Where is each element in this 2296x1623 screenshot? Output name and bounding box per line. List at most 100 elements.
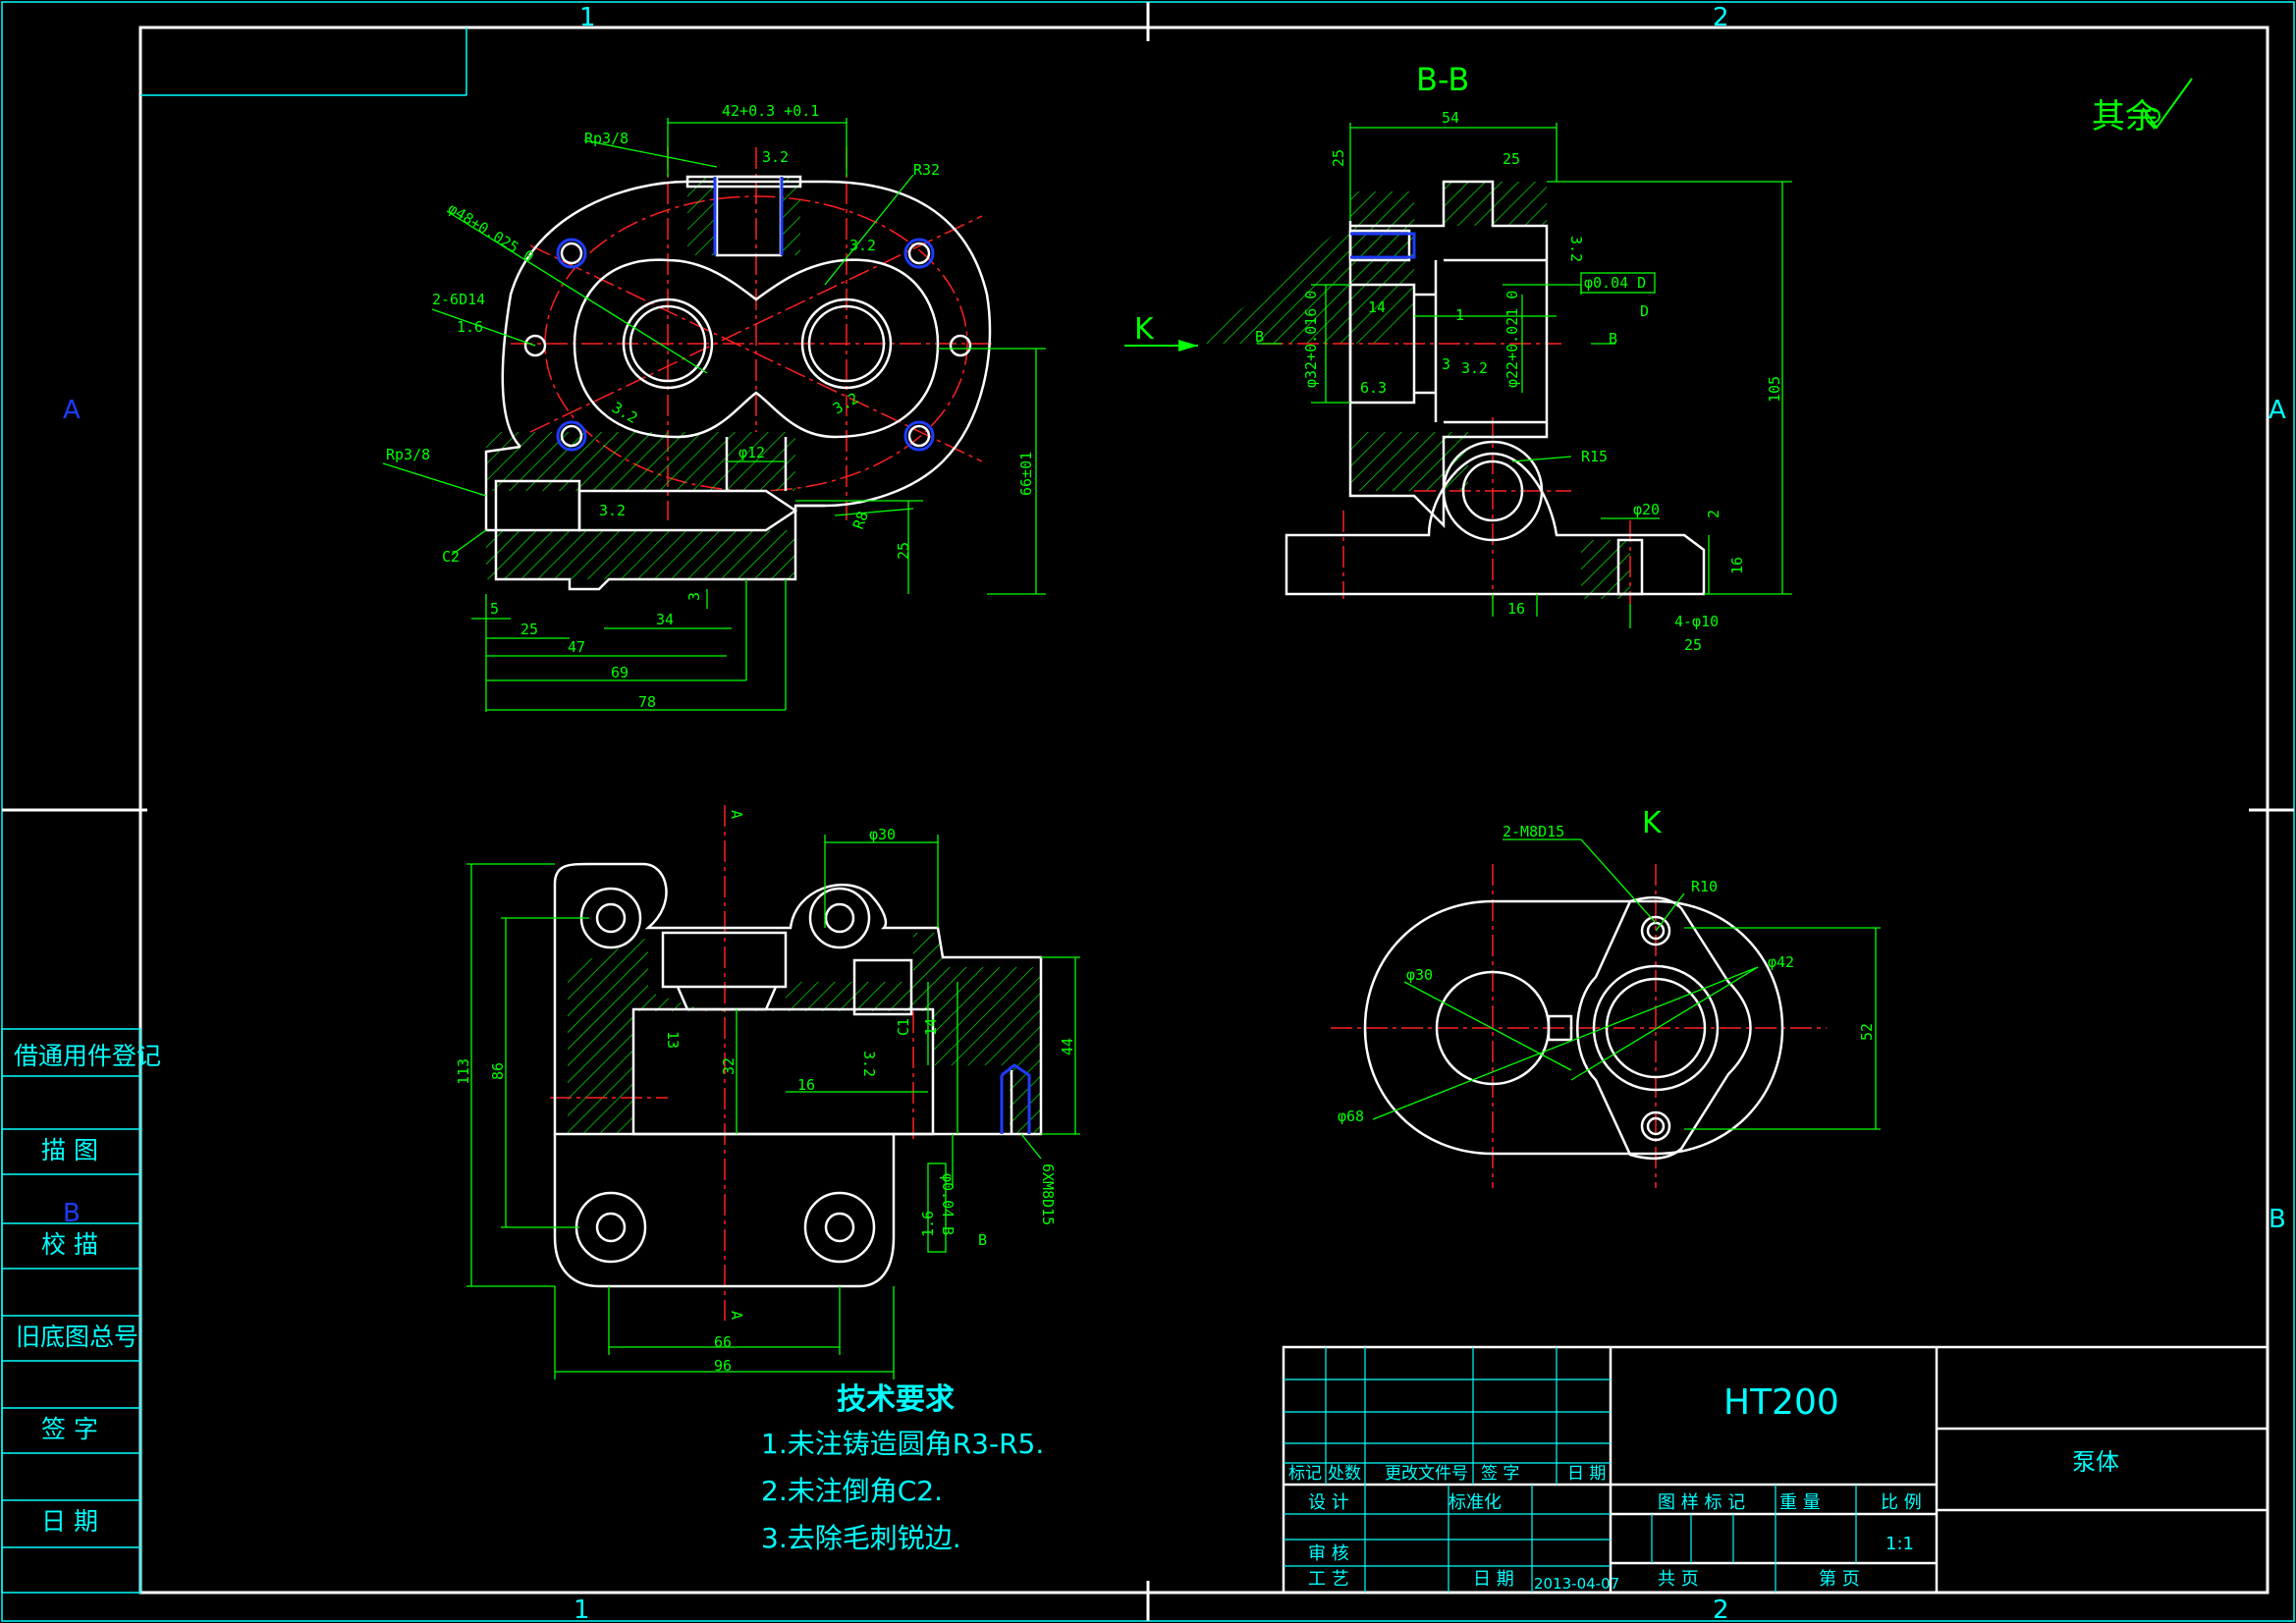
dim-rough-top: 3.2: [762, 148, 789, 166]
view-arrow-k: K: [1124, 312, 1198, 352]
tb-date: 2013-04-07: [1534, 1575, 1619, 1593]
dim-2-m8: 2-M8D15: [1503, 823, 1564, 840]
tb-drawing-mark: 图 样 标 记: [1658, 1492, 1745, 1513]
dim-datum-b: B: [978, 1231, 987, 1249]
dim-r8: R8: [849, 509, 872, 531]
dim-47: 47: [568, 638, 585, 656]
dim-phi12: φ12: [738, 444, 765, 461]
dim-phi20: φ20: [1633, 501, 1660, 518]
dim-r10: R10: [1691, 878, 1718, 895]
dim-rough-c: 3.2: [599, 502, 626, 519]
dim-phi30-aa: φ30: [869, 826, 896, 843]
dim-phi42: φ42: [1768, 953, 1794, 971]
dim-96: 96: [714, 1357, 732, 1375]
dim-14-aa: 14: [922, 1018, 940, 1036]
dim-c2: C2: [442, 548, 460, 566]
dim-63: 6.3: [1360, 379, 1387, 397]
dim-phi22: φ22+0.021 0: [1503, 291, 1521, 388]
zone-left-a: A: [63, 396, 81, 425]
view-k-title: K: [1642, 806, 1663, 840]
zone-top-1: 1: [579, 3, 596, 32]
dim-a-bottom: A: [728, 1311, 745, 1320]
tb-hdr-date: 日 期: [1567, 1464, 1606, 1484]
tb-scale-value: 1:1: [1886, 1534, 1914, 1554]
dim-rough-aa: 3.2: [860, 1051, 878, 1077]
tb-date-label: 日 期: [1473, 1569, 1514, 1590]
tb-hdr-count: 处数: [1328, 1464, 1361, 1484]
dim-54: 54: [1442, 109, 1459, 127]
dim-25: 25: [520, 621, 538, 638]
dim-rough-32: 3.2: [1461, 359, 1488, 377]
dim-3: 3: [685, 592, 703, 601]
tb-total: 共 页: [1658, 1569, 1699, 1590]
dim-78: 78: [638, 693, 656, 711]
panel-check: 校 描: [41, 1230, 98, 1259]
left-register-panel: 借通用件登记 描 图 校 描 旧底图总号 签 字 日 期: [1, 1028, 161, 1594]
dim-16: 1.6: [457, 318, 483, 336]
tech-item-3: 3.去除毛刺锐边.: [761, 1522, 961, 1554]
panel-old-no: 旧底图总号: [16, 1323, 138, 1351]
panel-sign: 签 字: [41, 1415, 98, 1443]
zone-left-b: B: [63, 1199, 81, 1228]
dim-phi48: φ48+0.025 0: [445, 199, 537, 266]
dim-34: 34: [656, 611, 674, 628]
panel-date: 日 期: [41, 1507, 98, 1536]
dim-16-vert: 16: [1728, 557, 1746, 574]
dim-coax: φ0.04 D: [1584, 274, 1646, 292]
tb-process: 工 艺: [1308, 1569, 1349, 1590]
zone-top-2: 2: [1713, 3, 1729, 32]
dim-25-vert: 25: [895, 542, 912, 560]
section-bb-view: B-B: [1198, 61, 1792, 654]
section-bb-title: B-B: [1416, 61, 1469, 98]
dim-a-top: A: [728, 810, 745, 819]
dim-c1: C1: [895, 1018, 912, 1036]
dim-52: 52: [1858, 1023, 1876, 1041]
tb-standardize: 标准化: [1449, 1492, 1502, 1513]
tb-hdr-file: 更改文件号: [1385, 1464, 1468, 1484]
tech-requirements: 技术要求 1.未注铸造圆角R3-R5. 2.未注倒角C2. 3.去除毛刺锐边.: [761, 1382, 1044, 1554]
zone-bottom-2: 2: [1713, 1596, 1729, 1623]
dim-86: 86: [489, 1062, 507, 1080]
tb-scale: 比 例: [1881, 1492, 1922, 1513]
dim-16-horiz: 16: [1507, 600, 1525, 618]
dim-13: 13: [664, 1031, 682, 1049]
title-block: HT200 泵体 标记 处数 更改文件号 签 字 日 期 设 计 标准化 审 核…: [1282, 1345, 2269, 1595]
dim-b-right: B: [1609, 330, 1617, 348]
section-aa-view: φ30 113 86 13 32 16 3.2 C1 14 44 1.6 6XM…: [455, 805, 1080, 1380]
dim-16-rough: 1.6: [919, 1211, 937, 1237]
dim-phi30-k: φ30: [1406, 966, 1433, 984]
tech-item-1: 1.未注铸造圆角R3-R5.: [761, 1428, 1044, 1460]
dim-perp: φ0.04 B: [939, 1173, 957, 1235]
surface-note-text: 其余: [2092, 97, 2159, 136]
tb-review: 审 核: [1308, 1543, 1349, 1564]
zone-right-b: B: [2269, 1205, 2286, 1234]
dim-2: 2: [1705, 510, 1722, 518]
dim-4-phi10: 4-φ10: [1674, 613, 1719, 630]
dim-32: 32: [720, 1057, 738, 1075]
dim-3-bb: 3: [1442, 355, 1450, 373]
dim-rough-d: 3.2: [849, 237, 876, 254]
dim-66: 66±01: [1017, 452, 1035, 496]
dim-44: 44: [1059, 1038, 1076, 1055]
dim-r32: R32: [913, 161, 940, 179]
front-view: 42+0.3 +0.1 Rp3/8 3.2 R32 φ48+0.025 0 2-…: [382, 102, 1046, 712]
dim-datum-d: D: [1640, 302, 1649, 320]
panel-borrow: 借通用件登记: [14, 1042, 161, 1070]
dim-16-aa: 16: [797, 1076, 815, 1094]
dim-14: 14: [1368, 298, 1386, 316]
tb-hdr-sign: 签 字: [1481, 1464, 1519, 1484]
tech-item-2: 2.未注倒角C2.: [761, 1475, 943, 1507]
tb-design: 设 计: [1308, 1492, 1349, 1513]
dim-rp38-top: Rp3/8: [584, 130, 629, 147]
dim-113: 113: [455, 1058, 472, 1085]
dim-r15: R15: [1581, 448, 1608, 465]
view-k: K 2-M: [1331, 806, 1881, 1188]
dim-phi32: φ32+0.016 0: [1302, 291, 1320, 388]
dim-42: 42+0.3 +0.1: [722, 102, 819, 120]
zone-markers: 1 2 1 2 A B A B: [63, 3, 2286, 1623]
tb-weight: 重 量: [1779, 1492, 1821, 1513]
dim-1: 1: [1455, 306, 1464, 324]
dim-25-bb: 25: [1684, 636, 1702, 654]
